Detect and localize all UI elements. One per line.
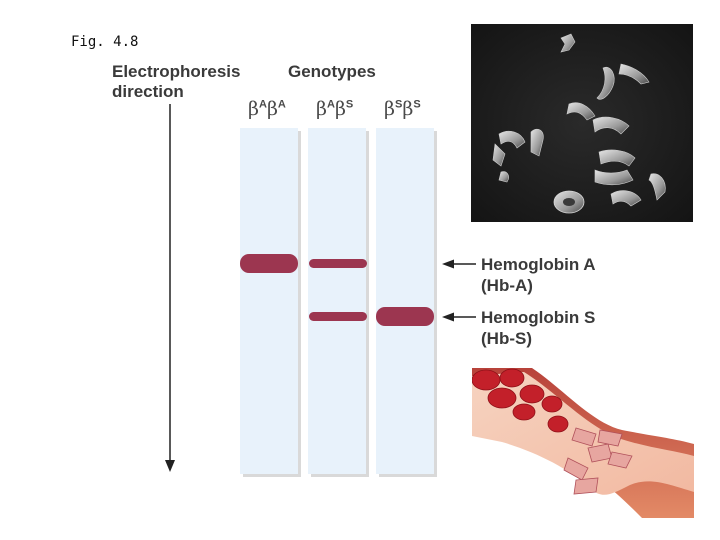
band-hbs: [309, 312, 367, 321]
hemoglobin-s-label: Hemoglobin S (Hb-S): [481, 307, 595, 349]
normal-red-cell: [553, 190, 585, 214]
hemoglobin-a-abbrev: (Hb-A): [481, 276, 533, 295]
electrophoresis-direction-arrow: [165, 104, 175, 472]
sickle-cells-micrograph: [471, 24, 693, 222]
hbs-pointer-arrow: [442, 312, 476, 322]
hemoglobin-a-name: Hemoglobin A: [481, 255, 596, 274]
genotype-label-AA: βAβA: [248, 98, 286, 120]
hemoglobin-s-name: Hemoglobin S: [481, 308, 596, 327]
direction-heading: Electrophoresis direction: [112, 62, 241, 102]
hba-pointer-arrow: [442, 259, 476, 269]
band-hbs: [376, 307, 434, 326]
direction-heading-line1: Electrophoresis: [112, 62, 241, 81]
gel-lane-SS: [376, 128, 434, 474]
genotype-label-SS: βSβS: [384, 98, 421, 120]
band-hba: [240, 254, 298, 273]
figure-label: Fig. 4.8: [71, 34, 139, 50]
gel-lane-AS: [308, 128, 367, 474]
genotype-label-AS: βAβS: [316, 98, 354, 120]
blocked-blood-vessel-illustration: [472, 368, 694, 518]
band-hba: [309, 259, 367, 268]
hemoglobin-a-label: Hemoglobin A (Hb-A): [481, 254, 596, 296]
direction-heading-line2: direction: [112, 82, 184, 101]
genotypes-heading: Genotypes: [288, 62, 376, 81]
gel-lane-AA: [240, 128, 298, 474]
hemoglobin-s-abbrev: (Hb-S): [481, 329, 532, 348]
